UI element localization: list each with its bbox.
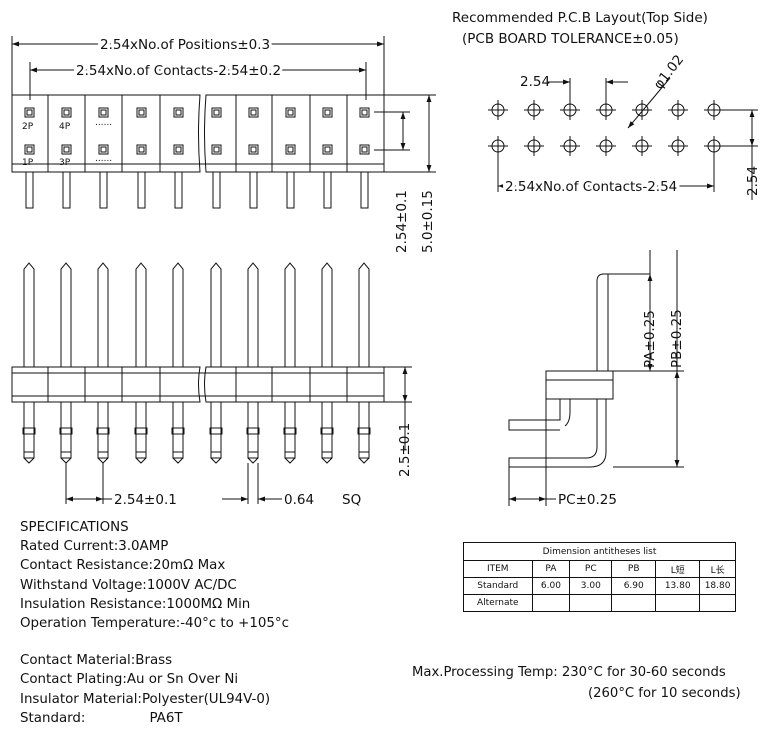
dimension-table-caption: Dimension antitheses list <box>463 542 736 561</box>
processing-temperature: Max.Processing Temp: 230°C for 30-60 sec… <box>412 662 765 704</box>
specifications-block: SPECIFICATIONS Rated Current:3.0AMP Cont… <box>20 518 380 728</box>
spec-contact-plating: Contact Plating:Au or Sn Over Ni <box>20 672 239 688</box>
table-header-cell: L短 <box>655 560 701 578</box>
table-row: Standard 6.00 3.00 6.90 13.80 18.80 <box>463 577 736 595</box>
processing-line2: (260°C for 10 seconds) <box>588 686 741 701</box>
front-view <box>11 262 412 504</box>
table-cell <box>655 594 701 612</box>
pin-dots-top: ...... <box>95 118 112 128</box>
front-lower-pins <box>22 402 371 464</box>
spec-standard-value: PA6T <box>149 710 183 726</box>
spec-insulator-material: Insulator Material:Polyester(UL94V-0) <box>20 691 271 707</box>
top-pin-squares <box>24 107 370 155</box>
housing-front-right <box>204 366 385 403</box>
spec-standard-label: Standard: <box>20 710 86 726</box>
table-cell <box>611 594 657 612</box>
table-cell <box>699 594 736 612</box>
dim-total-label: 5.0±0.15 <box>420 190 436 253</box>
side-pb-label: PB±0.25 <box>669 309 685 368</box>
spec-heading: SPECIFICATIONS <box>20 520 129 535</box>
pcb-row-pitch-label: 2.54 <box>745 166 761 196</box>
table-cell: 3.00 <box>569 577 613 595</box>
housing-front-left <box>11 366 201 403</box>
spec-standard: Standard: PA6T <box>20 709 380 728</box>
dimension-table: Dimension antitheses list ITEM PA PC PB … <box>463 542 736 612</box>
hole-leader <box>627 77 671 129</box>
table-cell: 6.00 <box>531 577 571 595</box>
pin-label-4p: 4P <box>59 122 71 132</box>
spec-contact-material: Contact Material:Brass <box>20 653 173 669</box>
table-header-cell: ITEM <box>463 560 533 578</box>
table-cell: 6.90 <box>611 577 657 595</box>
table-cell: Alternate <box>463 594 533 612</box>
processing-line1: Max.Processing Temp: 230°C for 30-60 sec… <box>412 665 726 680</box>
side-pa-label: PA±0.25 <box>642 310 658 368</box>
table-cell: Standard <box>463 577 533 595</box>
front-pitch-label: 2.54±0.1 <box>114 492 177 508</box>
housing-top-right <box>204 94 385 173</box>
table-cell <box>569 594 613 612</box>
front-height-label: 2.5±0.1 <box>397 423 413 477</box>
spec-contact-resistance: Contact Resistance:20mΩ Max <box>20 558 226 574</box>
pcb-hole-label: φ1.02 <box>651 52 688 93</box>
table-cell: 18.80 <box>699 577 736 595</box>
housing-top-left <box>11 94 201 173</box>
side-view <box>508 250 684 506</box>
pcb-pitch-label: 2.54 <box>520 74 550 90</box>
spec-insulation-resistance: Insulation Resistance:1000MΩ Min <box>20 596 251 612</box>
table-header-row: ITEM PA PC PB L短 L长 <box>463 560 736 578</box>
dim-row-pitch-label: 2.54±0.1 <box>394 190 410 253</box>
spec-rated-current: Rated Current:3.0AMP <box>20 539 169 555</box>
side-pc-label: PC±0.25 <box>558 492 617 508</box>
front-pin-label: 0.64 <box>284 492 314 508</box>
pin-label-3p: 3P <box>59 158 71 168</box>
side-housing <box>545 370 614 400</box>
pcb-title-line2: (PCB BOARD TOLERANCE±0.05) <box>462 31 679 47</box>
pin-label-2p: 2P <box>22 122 34 132</box>
table-header-cell: L长 <box>699 560 736 578</box>
table-header-cell: PB <box>611 560 657 578</box>
pcb-layout <box>488 77 758 200</box>
top-view <box>11 36 436 209</box>
table-cell: 13.80 <box>655 577 701 595</box>
pcb-holes <box>488 100 724 156</box>
table-row: Alternate <box>463 594 736 612</box>
table-header-cell: PA <box>531 560 571 578</box>
dim-contacts-label: 2.54xNo.of Contacts-2.54±0.2 <box>76 63 281 79</box>
pin-label-1p: 1P <box>22 158 34 168</box>
dim-positions-label: 2.54xNo.of Positions±0.3 <box>100 37 270 53</box>
pcb-row-length-label: 2.54xNo.of Contacts-2.54 <box>505 179 677 195</box>
front-pin-unit-label: SQ <box>342 492 361 508</box>
table-cell <box>531 594 571 612</box>
pcb-title-line1: Recommended P.C.B Layout(Top Side) <box>452 10 708 26</box>
spec-operation-temperature: Operation Temperature:-40°c to +105°c <box>20 616 289 632</box>
spec-withstand-voltage: Withstand Voltage:1000V AC/DC <box>20 577 237 593</box>
front-upper-pins <box>23 262 370 367</box>
top-pin-tails <box>25 172 369 209</box>
table-header-cell: PC <box>569 560 613 578</box>
pin-dots-bottom: ...... <box>95 154 112 164</box>
